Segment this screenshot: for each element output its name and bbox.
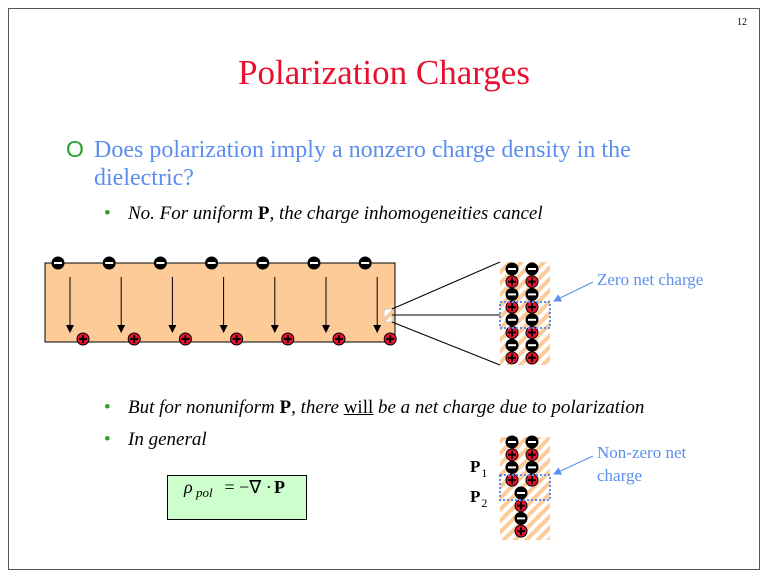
text: , the charge inhomogeneities cancel [269,203,543,224]
sub: 1 [481,466,488,480]
negative-charge [525,262,539,276]
text: , there [291,397,344,418]
positive-charge [525,326,539,339]
sub-bullet-nonuniform: • But for nonuniform P, there will be a n… [104,396,644,419]
bold-P: P [257,203,270,224]
negative-charge [505,313,519,327]
negative-charge [505,262,519,276]
negative-charge [525,460,539,474]
rho-sub: pol [196,485,213,500]
slab-charges [51,256,397,346]
slide-title: Polarization Charges [238,53,530,92]
zoom-line [391,261,501,310]
p: P [470,487,481,506]
positive-charge [281,332,295,346]
positive-charge [230,332,244,346]
positive-charge [514,524,528,538]
nonzero-charge-box [499,474,551,501]
positive-charge [505,351,519,365]
sub-bullet-dot: • [104,429,111,450]
positive-charge [127,332,141,346]
positive-charge [505,300,519,314]
main-bullet-line1: Does polarization imply a nonzero charge… [94,137,631,163]
underlined-will: will [343,397,374,418]
negative-charge [514,511,528,525]
text: In general [128,429,207,450]
text: But for nonuniform [128,397,280,418]
sub-bullet-general: • In general [104,428,207,451]
nonzero-arrow [553,455,594,475]
rho: ρ [184,477,193,497]
main-bullet-row1: O Does polarization imply a nonzero charg… [66,135,631,164]
negative-charge [514,486,528,500]
label-line2: charge [597,466,642,485]
zoom-region [383,308,393,323]
nonzero-net-charge-label: Non-zero net charge [597,441,686,487]
negative-charge [256,256,270,270]
negative-charge [51,256,65,270]
sub-bullet-dot: • [104,397,111,418]
positive-charge [525,448,539,462]
bullet-marker: O [66,136,84,162]
negative-charge [505,460,519,474]
p2-label: P2 [470,487,487,510]
sub: 2 [481,496,488,510]
negative-charge [525,435,539,449]
positive-charge [332,332,346,346]
positive-charge [178,332,192,346]
label-line1: Non-zero net [597,443,687,462]
negative-charge [153,256,167,270]
positive-charge [525,351,539,365]
negative-charge [205,256,219,270]
zero-arrow [553,281,594,302]
text: be a net charge due to polarization [373,397,645,418]
negative-charge [525,338,539,352]
positive-charge [505,473,519,487]
slide-frame [8,8,760,570]
negative-charge [505,435,519,449]
positive-charge [76,332,90,346]
sub-bullet-dot: • [104,203,111,224]
p1-label: P1 [470,457,487,480]
stack-charges [505,262,539,538]
positive-charge [514,499,528,513]
formula-P: P [274,477,285,497]
p: P [470,457,481,476]
main-bullet: O Does polarization imply a nonzero charg… [66,135,631,193]
dielectric-slab [44,262,396,343]
negative-charge [358,256,372,270]
zero-charge-box [499,301,551,329]
formula-box: ρ pol = −∇ · P [167,475,307,520]
negative-charge [102,256,116,270]
positive-charge [505,326,519,339]
page-number: 12 [737,17,747,28]
zero-net-charge-label: Zero net charge [597,270,704,289]
negative-charge [505,338,519,352]
sub-bullet-uniform: • No. For uniform P, the charge inhomogen… [104,202,543,225]
bold-P: P [279,397,292,418]
formula-rhs: = −∇ · [220,477,277,497]
zoom-line [391,321,501,366]
negative-charge [307,256,321,270]
negative-charge [525,287,539,301]
text: No. For uniform [128,203,258,224]
negative-charge [525,313,539,327]
positive-charge [505,275,519,289]
positive-charge [505,448,519,462]
positive-charge [525,275,539,289]
positive-charge [383,332,397,346]
main-bullet-row2: dielectric? [66,164,631,193]
main-bullet-line2: dielectric? [94,165,194,191]
negative-charge [505,287,519,301]
